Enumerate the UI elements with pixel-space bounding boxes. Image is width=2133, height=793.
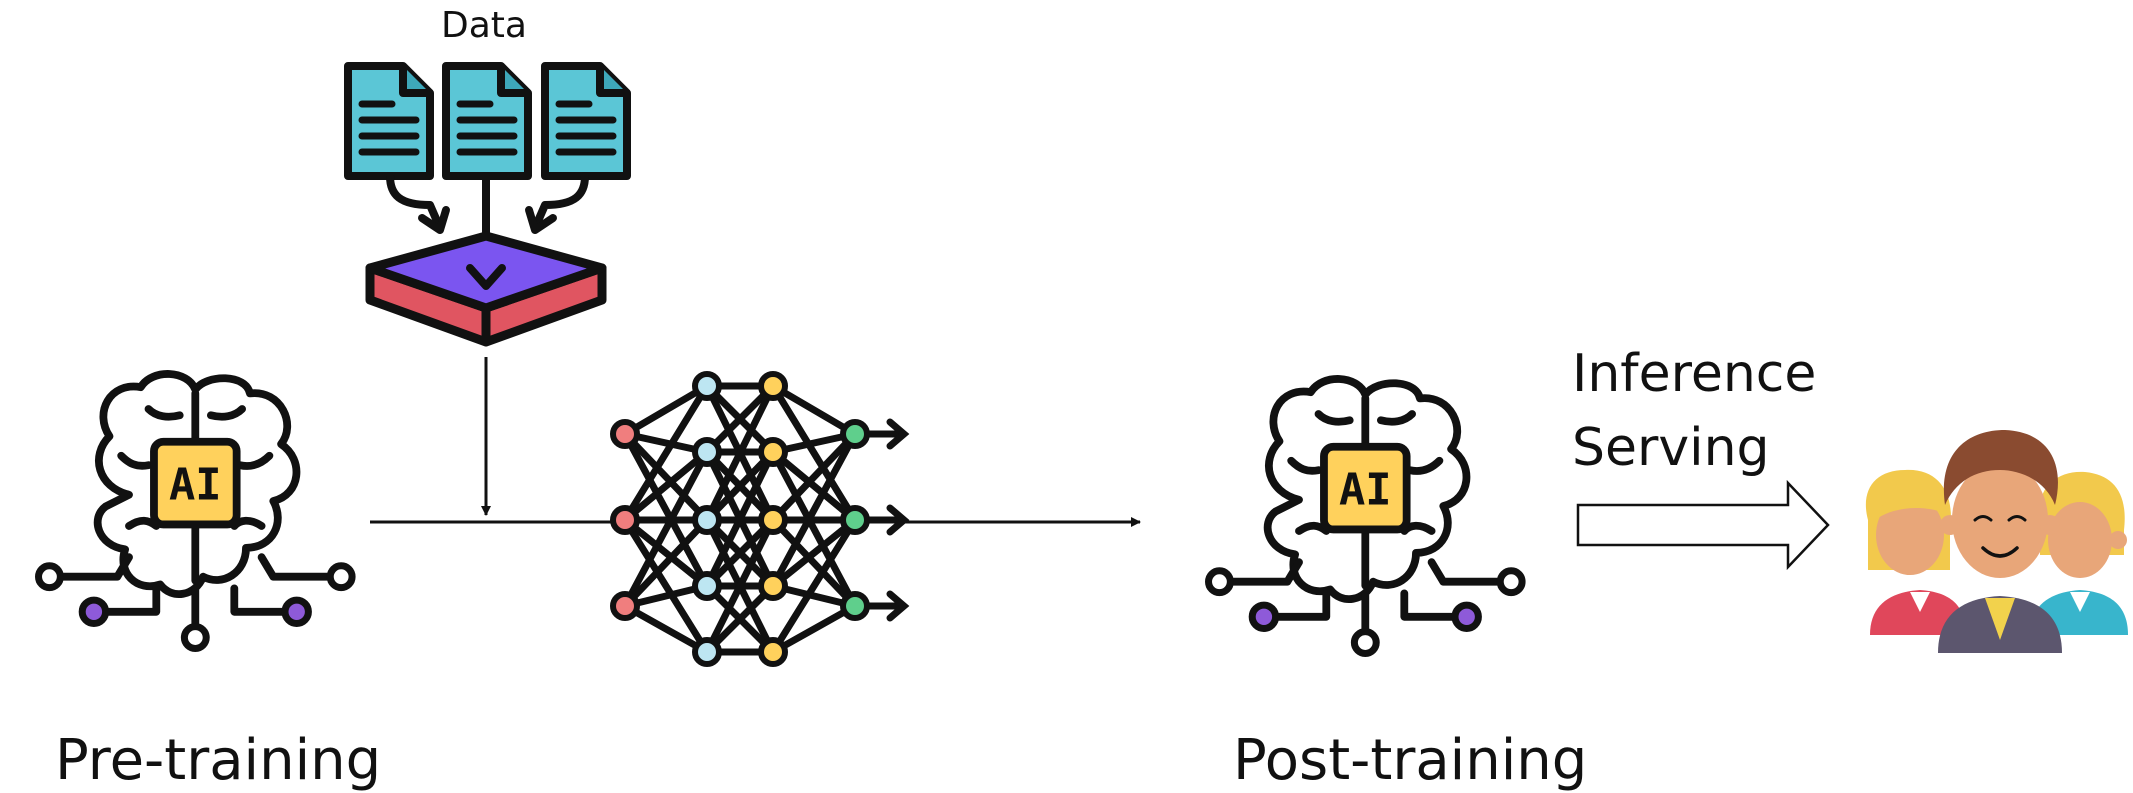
data-label: Data <box>441 5 527 46</box>
pretraining-label: Pre-training <box>55 728 382 793</box>
neural-network-icon <box>610 371 910 667</box>
dataset-inflow-arrow <box>466 264 506 290</box>
inference-arrow <box>1576 479 1830 571</box>
posttraining-label: Post-training <box>1233 728 1588 793</box>
pretraining-brain-icon <box>39 374 353 648</box>
posttraining-brain-icon <box>1209 379 1523 653</box>
dataset-box-icon <box>365 231 607 347</box>
inference-label-line2: Serving <box>1572 418 1770 478</box>
inference-label-line1: Inference <box>1572 344 1817 404</box>
users-group-icon <box>1865 430 2128 653</box>
